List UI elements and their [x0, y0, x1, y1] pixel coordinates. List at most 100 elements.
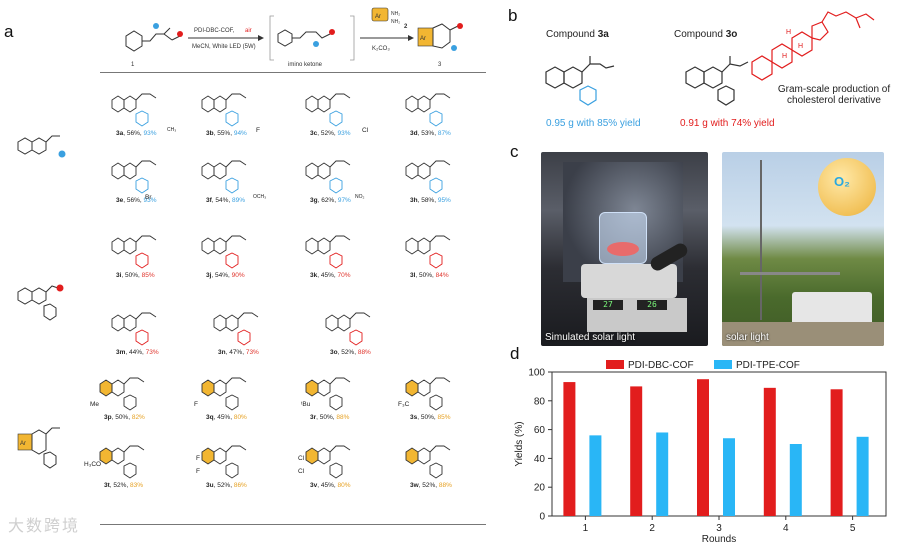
y-tick-label: 40	[534, 454, 546, 465]
structure-3m	[111, 312, 157, 346]
caption-3q: 3q, 45%, 80%	[206, 414, 247, 421]
caption-id: 3h	[410, 197, 418, 204]
caption-id: 3s	[410, 414, 418, 421]
svg-text:NH₂: NH₂	[391, 19, 400, 25]
structure-3a	[111, 93, 157, 127]
scheme-divider	[100, 72, 486, 73]
svg-text:NH₂: NH₂	[391, 11, 400, 17]
bar-pdi-dbc-cof	[630, 386, 643, 516]
bar-pdi-dbc-cof	[763, 387, 776, 516]
caption-yield-cof: 94%	[233, 130, 247, 137]
label-3u-bot: F	[196, 468, 200, 475]
caption-yield-pdi: , 56%,	[123, 130, 144, 137]
bar-pdi-tpe-cof	[589, 435, 602, 516]
blue-substituent-dot	[153, 23, 159, 29]
panel-letter-d: d	[510, 344, 520, 363]
caption-3n: 3n, 47%, 73%	[218, 349, 259, 356]
caption-id: 3c	[310, 130, 318, 137]
structure-3k	[305, 235, 351, 269]
structure-3n	[213, 312, 259, 346]
caption-yield-pdi: , 53%,	[417, 130, 438, 137]
caption-3d: 3d, 53%, 87%	[410, 130, 451, 137]
caption-id: 3i	[116, 272, 122, 279]
caption-id: 3e	[116, 197, 124, 204]
bar-pdi-tpe-cof	[789, 444, 802, 516]
caption-id: 3j	[206, 272, 212, 279]
caption-yield-pdi: , 54%,	[211, 272, 232, 279]
structure-3b	[201, 93, 247, 127]
svg-text:H: H	[782, 53, 787, 60]
label-3g-sub: NO₂	[355, 194, 365, 200]
label-3p-sub: Me	[90, 401, 100, 408]
scaffold-ester-blue	[17, 135, 66, 158]
panel-b-left-title: Compound 3a	[546, 29, 609, 40]
panel-b-right-yield: 0.91 g with 74% yield	[680, 118, 775, 129]
x-tick-label: 2	[649, 523, 655, 534]
structure-3v	[305, 445, 351, 479]
caption-3t: 3t, 52%, 83%	[104, 482, 143, 489]
caption-id: 3o	[330, 349, 338, 356]
caption-id: 3q	[206, 414, 214, 421]
structure-3s	[405, 377, 451, 411]
label-3s-sub: F₃C	[398, 401, 410, 408]
caption-id: 3t	[104, 482, 110, 489]
caption-yield-cof: 95%	[437, 197, 451, 204]
caption-yield-pdi: , 55%,	[213, 130, 234, 137]
caption-yield-pdi: , 50%,	[111, 414, 132, 421]
reaction-scheme: 1 PDI-DBC-COF, air MeCN, White LED (5W) …	[125, 7, 463, 68]
label-3v-top: Cl	[298, 455, 305, 462]
caption-yield-pdi: , 45%,	[317, 272, 338, 279]
caption-yield-cof: 80%	[233, 414, 247, 421]
caption-yield-cof: 90%	[231, 272, 245, 279]
caption-yield-cof: 97%	[337, 197, 351, 204]
x-tick-label: 1	[583, 523, 589, 534]
step2-base: K₂CO₃	[372, 46, 390, 52]
caption-yield-pdi: , 52%,	[109, 482, 131, 489]
caption-yield-pdi: , 62%,	[317, 197, 338, 204]
label-3b-sub: CH₃	[167, 127, 177, 133]
structure-3c	[305, 93, 351, 127]
caption-yield-cof: 93%	[337, 130, 351, 137]
caption-yield-pdi: , 54%,	[211, 197, 233, 204]
caption-yield-cof: 84%	[435, 272, 449, 279]
bottom-divider	[100, 524, 486, 525]
photo-label-simulated: Simulated solar light	[545, 332, 636, 343]
y-tick-label: 100	[528, 368, 545, 379]
bar-pdi-tpe-cof	[656, 432, 669, 516]
caption-yield-cof: 88%	[438, 482, 452, 489]
bar-pdi-tpe-cof	[856, 436, 869, 516]
bar-pdi-dbc-cof	[830, 389, 843, 516]
scaffold-ketone-red	[17, 284, 64, 321]
caption-yield-cof: 88%	[336, 414, 350, 421]
caption-yield-pdi: , 50%,	[121, 272, 142, 279]
x-tick-label: 5	[850, 523, 856, 534]
legend-label: PDI-TPE-COF	[736, 360, 800, 371]
caption-3l: 3l, 50%, 84%	[410, 272, 449, 279]
caption-yield-cof: 86%	[233, 482, 247, 489]
compound-3a-structure	[545, 56, 615, 106]
caption-id: 3u	[206, 482, 214, 489]
label-3v-bot: Cl	[298, 468, 305, 475]
y-tick-label: 60	[534, 425, 546, 436]
caption-id: 3p	[104, 414, 112, 421]
caption-3f: 3f, 54%, 89%	[206, 197, 245, 204]
caption-3r: 3r, 50%, 88%	[310, 414, 349, 421]
watermark: 大数跨境	[8, 518, 81, 535]
structure-3i	[111, 235, 157, 269]
caption-id: 3m	[116, 349, 126, 356]
svg-text:Ar: Ar	[20, 441, 26, 447]
structure-3u	[201, 445, 247, 479]
caption-3k: 3k, 45%, 70%	[310, 272, 350, 279]
legend-swatch	[714, 360, 732, 369]
intermediate-label: imino ketone	[288, 62, 323, 68]
structure-3o	[325, 312, 371, 346]
svg-text:H: H	[786, 29, 791, 36]
panel-b-left-yield: 0.95 g with 85% yield	[546, 118, 641, 129]
caption-id: 3w	[410, 482, 419, 489]
svg-text:Ar: Ar	[375, 14, 381, 20]
caption-3v: 3v, 45%, 80%	[310, 482, 350, 489]
structure-3f	[201, 160, 247, 194]
y-tick-label: 0	[539, 512, 545, 523]
caption-yield-cof: 93%	[143, 130, 157, 137]
caption-3u: 3u, 52%, 86%	[206, 482, 247, 489]
